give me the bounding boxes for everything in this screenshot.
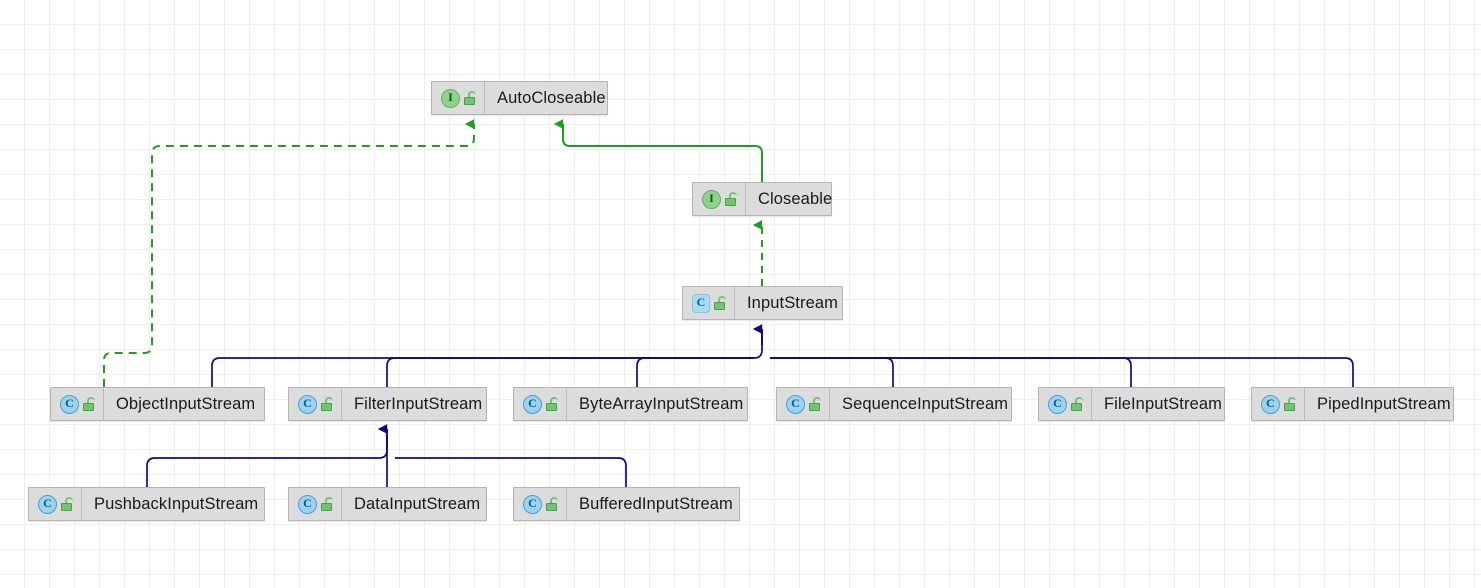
node-icon-group	[777, 388, 830, 420]
lock-shackle	[325, 497, 333, 505]
public-lock-icon	[546, 397, 559, 411]
class-node-label: DataInputStream	[354, 494, 481, 513]
class-icon	[38, 494, 57, 514]
class-node-label: FilterInputStream	[354, 394, 483, 413]
class-icon	[60, 394, 79, 414]
public-lock-icon	[1071, 397, 1084, 411]
lock-body	[725, 198, 736, 206]
public-lock-icon	[714, 296, 727, 310]
class-node-label: Closeable	[758, 189, 833, 208]
public-lock-icon	[1284, 397, 1297, 411]
class-node-pipedinputstream[interactable]: PipedInputStream	[1251, 387, 1454, 421]
class-node-label: PipedInputStream	[1317, 394, 1451, 413]
lock-body	[1071, 403, 1082, 411]
public-lock-icon	[321, 497, 334, 511]
class-icon	[1261, 394, 1280, 414]
interface-icon	[441, 88, 460, 108]
class-node-filterinputstream[interactable]: FilterInputStream	[288, 387, 487, 421]
class-icon	[786, 394, 805, 414]
abstract-class-icon	[692, 293, 710, 313]
lock-shackle	[729, 192, 737, 200]
lock-body	[83, 403, 94, 411]
lock-shackle	[718, 296, 726, 304]
node-icon-group	[29, 488, 82, 520]
class-icon	[523, 494, 542, 514]
class-node-closeable[interactable]: Closeable	[692, 182, 832, 216]
public-lock-icon	[725, 192, 738, 206]
public-lock-icon	[321, 397, 334, 411]
edge-closeable-to-autocloseable	[553, 119, 763, 182]
interface-icon	[702, 189, 721, 209]
lock-shackle	[1075, 397, 1083, 405]
class-node-bytearrayinputstream[interactable]: ByteArrayInputStream	[513, 387, 748, 421]
node-icon-group	[683, 287, 735, 319]
class-node-sequenceinputstream[interactable]: SequenceInputStream	[776, 387, 1012, 421]
class-node-label: PushbackInputStream	[94, 494, 259, 513]
node-icon-group	[289, 488, 342, 520]
public-lock-icon	[809, 397, 822, 411]
edge-objectinputstream-to-autocloseable	[103, 119, 475, 387]
class-icon	[523, 394, 542, 414]
lock-shackle	[65, 497, 73, 505]
public-lock-icon	[546, 497, 559, 511]
class-node-inputstream[interactable]: InputStream	[682, 286, 843, 320]
class-icon	[1048, 394, 1067, 414]
class-node-autocloseable[interactable]: AutoCloseable	[431, 81, 608, 115]
node-icon-group	[1252, 388, 1305, 420]
lock-shackle	[550, 497, 558, 505]
lock-body	[464, 97, 475, 105]
class-node-label: AutoCloseable	[497, 88, 606, 107]
lock-body	[61, 503, 72, 511]
public-lock-icon	[61, 497, 74, 511]
lock-body	[546, 503, 557, 511]
edge-group-inputstream-subclasses	[211, 324, 1354, 387]
class-icon	[298, 394, 317, 414]
class-node-label: FileInputStream	[1104, 394, 1222, 413]
class-node-label: InputStream	[747, 293, 838, 312]
node-icon-group	[51, 388, 104, 420]
lock-shackle	[325, 397, 333, 405]
lock-body	[321, 403, 332, 411]
node-icon-group	[289, 388, 342, 420]
class-node-objectinputstream[interactable]: ObjectInputStream	[50, 387, 265, 421]
lock-body	[1284, 403, 1295, 411]
lock-shackle	[550, 397, 558, 405]
node-icon-group	[514, 388, 567, 420]
lock-shackle	[87, 397, 95, 405]
class-node-pushbackinputstream[interactable]: PushbackInputStream	[28, 487, 265, 521]
class-node-label: BufferedInputStream	[579, 494, 733, 513]
lock-body	[321, 503, 332, 511]
class-node-label: SequenceInputStream	[842, 394, 1009, 413]
node-icon-group	[1039, 388, 1092, 420]
class-icon	[298, 494, 317, 514]
class-node-label: ObjectInputStream	[116, 394, 256, 413]
node-icon-group	[693, 183, 746, 215]
public-lock-icon	[83, 397, 96, 411]
lock-shackle	[813, 397, 821, 405]
lock-body	[809, 403, 820, 411]
public-lock-icon	[464, 91, 477, 105]
lock-shackle	[468, 91, 476, 99]
class-node-datainputstream[interactable]: DataInputStream	[288, 487, 487, 521]
lock-body	[546, 403, 557, 411]
node-icon-group	[514, 488, 567, 520]
edge-group-filterinputstream-subclasses	[146, 424, 627, 487]
node-icon-group	[432, 82, 485, 114]
lock-body	[714, 302, 725, 310]
class-node-bufferedinputstream[interactable]: BufferedInputStream	[513, 487, 740, 521]
lock-shackle	[1288, 397, 1296, 405]
class-node-fileinputstream[interactable]: FileInputStream	[1038, 387, 1225, 421]
class-node-label: ByteArrayInputStream	[579, 394, 744, 413]
